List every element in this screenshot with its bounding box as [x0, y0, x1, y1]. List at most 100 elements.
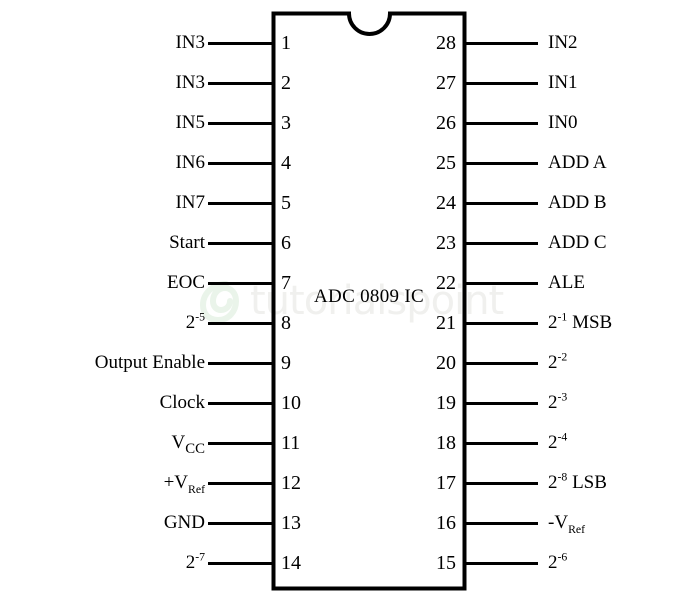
pin-28-label: IN2: [548, 32, 578, 53]
pin-6-label: Start: [169, 232, 205, 253]
pin-9-label: Output Enable: [94, 352, 205, 373]
pin-19-label: 2-3: [548, 390, 568, 413]
pin-26-number: 26: [436, 112, 456, 134]
pin-19-lead-line: [466, 402, 538, 405]
pin-5-number: 5: [281, 192, 291, 214]
pin-15-number: 15: [436, 552, 456, 574]
pin-26-lead-line: [466, 122, 538, 125]
pin-3: IN5 3: [0, 106, 291, 140]
pin-5-label: IN7: [175, 192, 205, 213]
pin-2-lead-line: [208, 82, 272, 85]
pin-18-label: 2-4: [548, 430, 568, 453]
pin-4-number: 4: [281, 152, 291, 174]
pin-20-lead-line: [466, 362, 538, 365]
pin-6-number: 6: [281, 232, 291, 254]
pin-24-number: 24: [436, 192, 456, 214]
pin-17-lead-line: [466, 482, 538, 485]
pin-11-lead-line: [208, 442, 272, 445]
pin-16-lead-line: [466, 522, 538, 525]
pin-24: ADD B 24: [436, 186, 700, 220]
pin-2-label: IN3: [175, 72, 205, 93]
pin-22-label: ALE: [548, 272, 585, 293]
pin-8-label: 2-5: [185, 310, 205, 333]
pin-12-label: +VRef: [163, 472, 205, 496]
pin-25-number: 25: [436, 152, 456, 174]
pin-8: 2-5 8: [0, 306, 291, 340]
pin-11-label: VCC: [171, 432, 206, 457]
pin-21-lead-line: [466, 322, 538, 325]
pin-14-number: 14: [281, 552, 301, 574]
pin-25-label: ADD A: [548, 152, 607, 173]
pin-26: IN0 26: [436, 106, 700, 140]
pin-28-lead-line: [466, 42, 538, 45]
pin-28-number: 28: [436, 32, 456, 54]
pin-7: EOC 7: [0, 266, 291, 300]
pin-3-lead-line: [208, 122, 272, 125]
pin-26-label: IN0: [548, 112, 578, 133]
pin-15-lead-line: [466, 562, 538, 565]
pin-1-number: 1: [281, 32, 291, 54]
pin-6: Start 6: [0, 226, 291, 260]
pin-22-number: 22: [436, 272, 456, 294]
chip-body-outline: [271, 11, 467, 591]
pin-28: IN2 28: [436, 26, 700, 60]
chip-part-number-label: ADC 0809 IC: [314, 286, 424, 307]
pin-18: 2-4 18: [436, 426, 700, 460]
pin-8-lead-line: [208, 322, 272, 325]
pin-10-label: Clock: [159, 392, 205, 413]
pin-13-number: 13: [281, 512, 301, 534]
pin-23-lead-line: [466, 242, 538, 245]
pin-8-number: 8: [281, 312, 291, 334]
pin-19: 2-3 19: [436, 386, 700, 420]
pin-27-number: 27: [436, 72, 456, 94]
pin-17-label: 2-8 LSB: [548, 470, 607, 493]
pin-6-lead-line: [208, 242, 272, 245]
pin-1-lead-line: [208, 42, 272, 45]
pin-13-label: GND: [163, 512, 205, 533]
pin-17: 2-8 LSB 17: [436, 466, 700, 500]
pin-7-number: 7: [281, 272, 291, 294]
pin-14-lead-line: [208, 562, 272, 565]
pin-7-label: EOC: [167, 272, 205, 293]
pin-18-number: 18: [436, 432, 456, 454]
pin-16-label: -VRef: [548, 512, 586, 536]
pin-14: 2-7 14: [0, 546, 301, 580]
pin-23-label: ADD C: [548, 232, 607, 253]
pin-22-lead-line: [466, 282, 538, 285]
pin-5: IN7 5: [0, 186, 291, 220]
pin-22: ALE 22: [436, 266, 700, 300]
pin-1-label: IN3: [175, 32, 205, 53]
pin-18-lead-line: [466, 442, 538, 445]
pin-3-label: IN5: [175, 112, 205, 133]
pin-20-number: 20: [436, 352, 456, 374]
pin-12-lead-line: [208, 482, 272, 485]
pin-10-number: 10: [281, 392, 301, 414]
pin-19-number: 19: [436, 392, 456, 414]
pin-17-number: 17: [436, 472, 456, 494]
pin-25: ADD A 25: [436, 146, 700, 180]
pin-4-label: IN6: [175, 152, 205, 173]
pin-1: IN3 1: [0, 26, 291, 60]
pin-5-lead-line: [208, 202, 272, 205]
pin-4: IN6 4: [0, 146, 291, 180]
pin-14-label: 2-7: [185, 550, 205, 573]
pin-24-label: ADD B: [548, 192, 607, 213]
pin-4-lead-line: [208, 162, 272, 165]
pin-10: Clock 10: [0, 386, 301, 420]
pin-11-number: 11: [281, 432, 301, 454]
pin-11: VCC 11: [0, 426, 301, 460]
pin-20-label: 2-2: [548, 350, 568, 373]
pin-13: GND 13: [0, 506, 301, 540]
pin-20: 2-2 20: [436, 346, 700, 380]
pin-7-lead-line: [208, 282, 272, 285]
pin-3-number: 3: [281, 112, 291, 134]
pin-21-number: 21: [436, 312, 456, 334]
pin-9-lead-line: [208, 362, 272, 365]
